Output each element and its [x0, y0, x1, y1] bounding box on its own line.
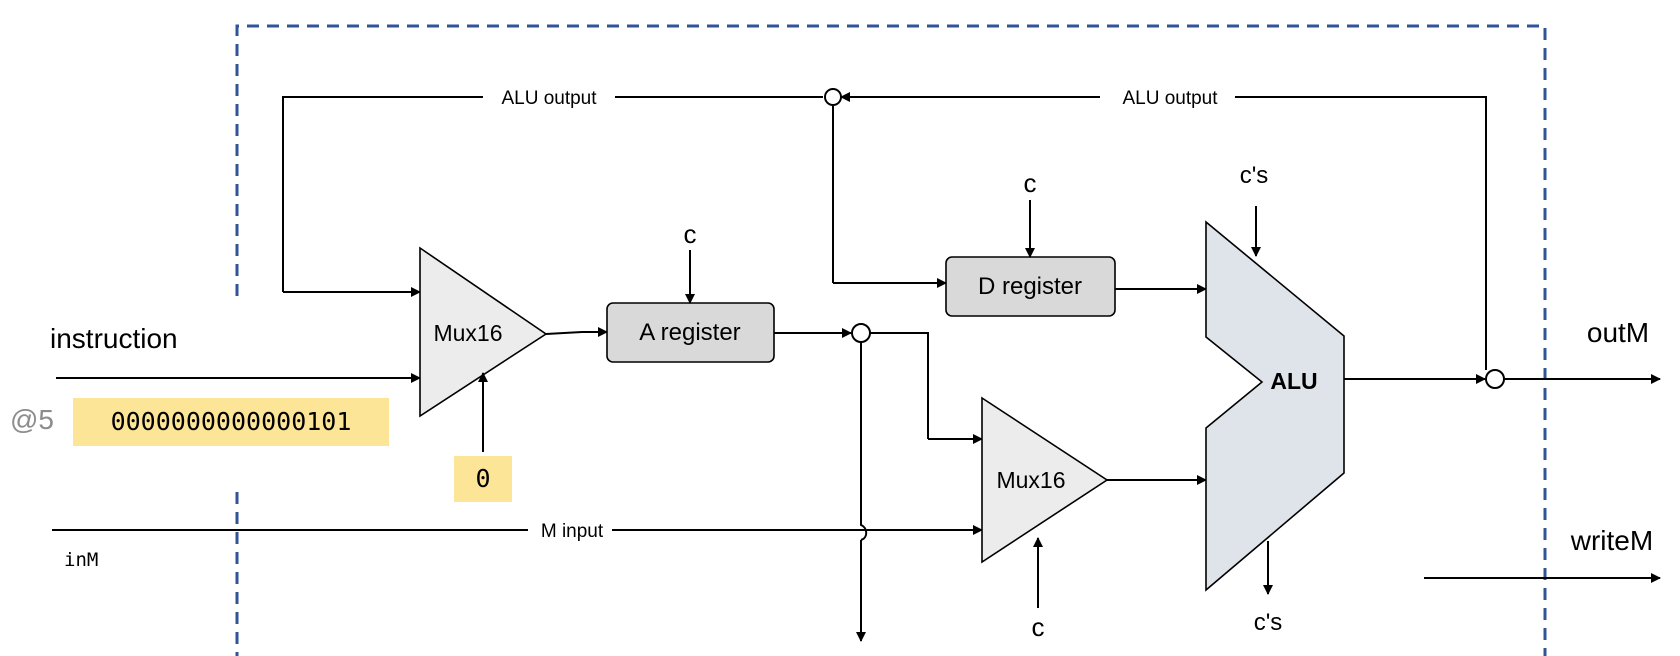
inM-label: inM	[64, 549, 98, 571]
instruction-asm-label: @5	[10, 404, 54, 435]
a-to-address-wire	[860, 342, 868, 541]
writeM-label: writeM	[1570, 525, 1653, 556]
c-mux2-label: c	[1032, 612, 1045, 642]
label-bg	[483, 86, 615, 108]
alu-output-label-right: ALU output	[1122, 88, 1218, 109]
cs-top-label: c's	[1240, 162, 1269, 189]
m-input-label: M input	[541, 521, 604, 542]
alu-output-label-left: ALU output	[501, 88, 597, 109]
mux-to-a-wire	[545, 331, 583, 335]
a-out-junction	[851, 323, 871, 343]
label-bg	[528, 518, 612, 542]
mux-a-select-value: 0	[475, 464, 490, 493]
alu-output-junction	[824, 88, 842, 106]
alu-label: ALU	[1270, 368, 1317, 394]
outM-label: outM	[1587, 317, 1649, 348]
a-to-mux-am-wire	[870, 332, 929, 439]
mux16-a-label: Mux16	[433, 320, 502, 346]
instruction-label: instruction	[50, 323, 178, 354]
mux-a-select-highlight	[454, 456, 512, 502]
label-bg	[1100, 86, 1235, 108]
c-d-label: c	[1024, 168, 1037, 198]
a-register-label: A register	[639, 319, 740, 346]
instruction-bits-value: 0000000000000101	[111, 407, 352, 436]
d-register-label: D register	[978, 273, 1082, 300]
mux16-am-label: Mux16	[996, 467, 1065, 493]
instruction-bits-highlight	[73, 398, 389, 446]
cpu-boundary	[235, 24, 1547, 656]
outM-junction	[1485, 369, 1505, 389]
alu	[1205, 220, 1345, 592]
mux16-am	[981, 396, 1109, 564]
cs-bottom-label: c's	[1254, 609, 1283, 636]
c-a-label: c	[684, 219, 697, 249]
alu-output-to-mux-wire	[282, 96, 823, 292]
